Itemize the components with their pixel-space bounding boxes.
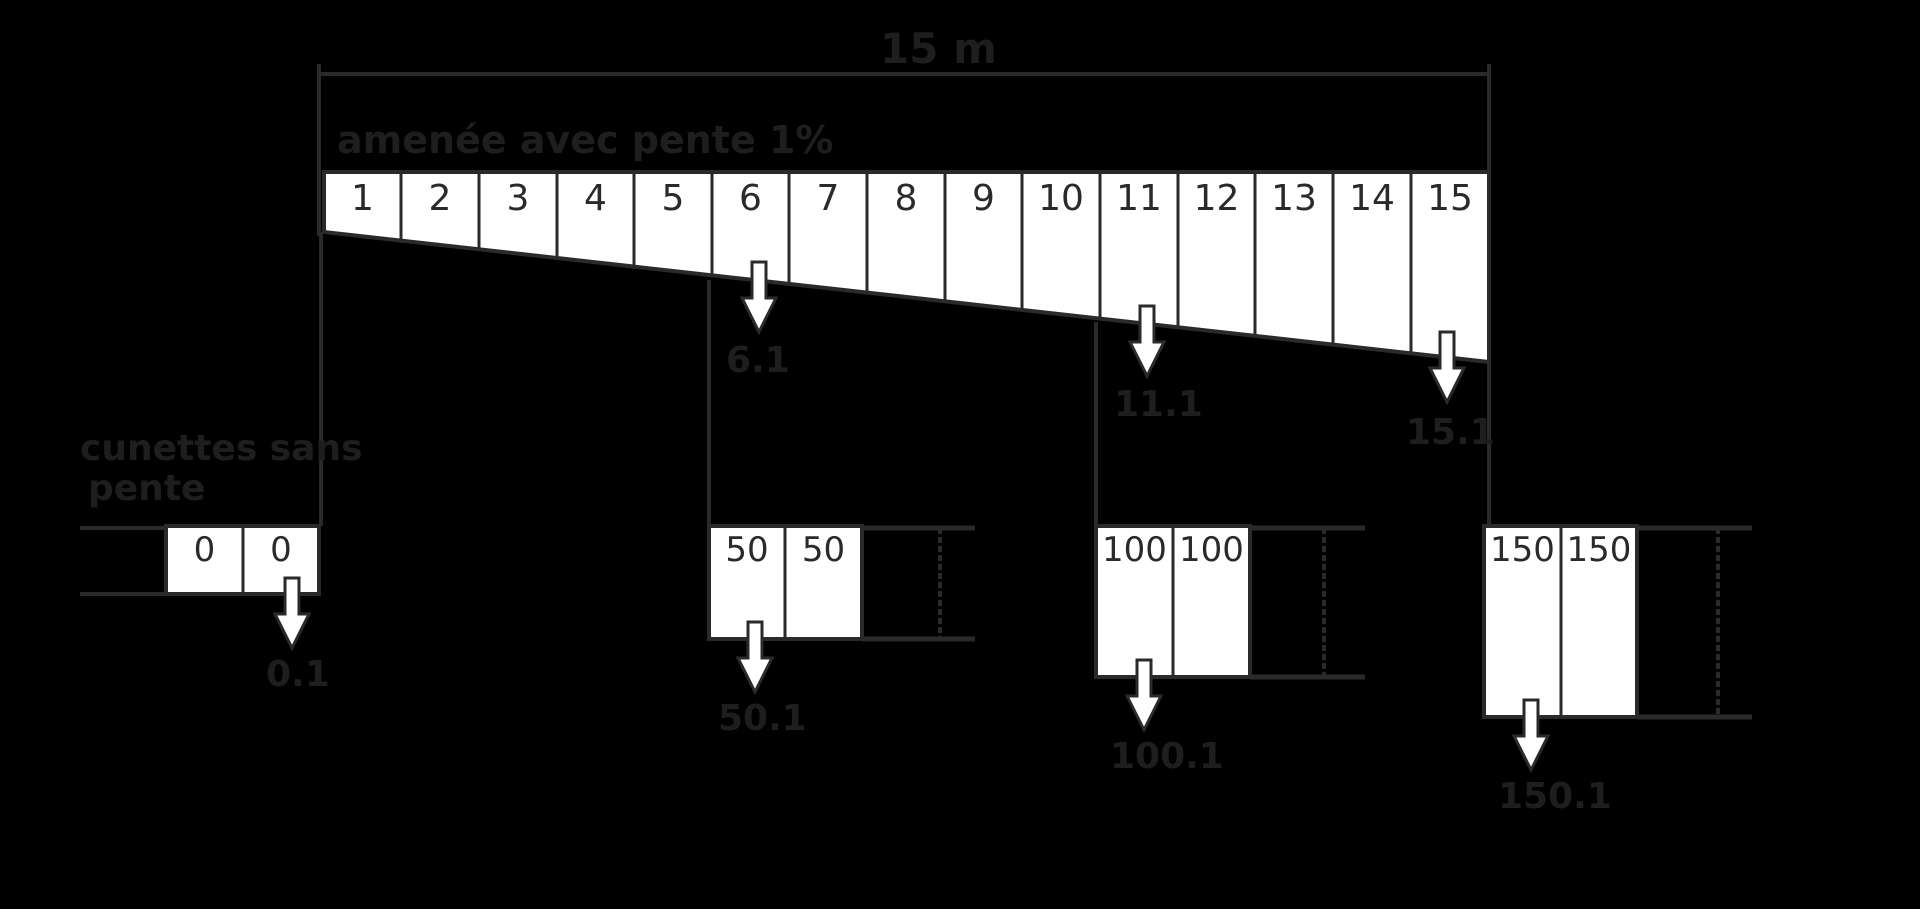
cell-number: 10 [1038,178,1084,219]
outlet-label: 15.1 [1406,412,1495,453]
strip-cell: 12 [1178,172,1255,232]
outlet-label: 100.1 [1110,736,1224,777]
strip-cell: 8 [867,172,945,232]
ground-lines [80,526,166,596]
outlet-label: 50.1 [718,698,807,739]
basin-150 [1482,524,1752,720]
basin-cell: 100 [1173,526,1250,586]
basin-value: 50 [801,530,846,570]
cell-number: 9 [972,178,995,219]
strip-cell: 5 [634,172,712,232]
strip-cell: 11 [1100,172,1178,232]
basin-value: 100 [1179,530,1244,570]
cell-number: 12 [1193,178,1240,219]
basin-cell: 100 [1096,526,1173,586]
basin-cell: 150 [1561,526,1637,586]
basin-cell: 150 [1484,526,1561,586]
basin-cell: 50 [785,526,862,586]
cell-number: 15 [1427,178,1473,219]
strip-cell: 4 [557,172,634,232]
strip-cell: 10 [1022,172,1100,232]
left-label-line1: cunettes sans [80,428,363,469]
basin-value: 0 [193,530,216,570]
left-label-line2: pente [88,468,206,509]
basin-value: 100 [1102,530,1167,570]
basin-value: 0 [270,530,292,570]
basin-100 [1094,524,1365,680]
strip-cell: 6 [712,172,789,232]
strip-cell: 2 [401,172,479,232]
basin-cell: 0 [243,526,319,586]
strip-cell: 3 [479,172,557,232]
cell-number: 8 [894,178,918,219]
cell-number: 5 [661,178,685,219]
cell-number: 4 [584,178,607,219]
cell-number: 11 [1116,178,1162,219]
strip-dividers [399,172,1413,354]
basin-cell: 50 [709,526,785,586]
strip-cell: 15 [1411,172,1489,232]
cell-number: 7 [816,178,840,219]
cell-number: 6 [739,178,762,219]
outlet-label: 11.1 [1114,384,1203,425]
cell-number: 13 [1271,178,1317,219]
strip-cell: 9 [945,172,1022,232]
strip-cell: 14 [1333,172,1411,232]
cell-number: 3 [506,178,530,219]
total-length-label: 15 m [880,24,997,73]
feed-lines [319,232,1491,526]
basin-cell: 0 [166,526,243,586]
outlet-label: 150.1 [1498,776,1612,817]
strip-cell: 13 [1255,172,1333,232]
outlet-label: 6.1 [726,340,790,381]
cell-number: 2 [428,178,452,219]
strip-cell: 7 [789,172,867,232]
dimension-line [317,64,1491,236]
strip-cell: 1 [324,172,401,232]
arrow-down-icon [272,260,1551,774]
channel-label: amenée avec pente 1% [337,118,834,162]
strip-numbers: 1 2 3 4 5 6 7 8 9 10 11 12 13 14 15 [324,172,1489,232]
basin-value: 150 [1566,530,1632,570]
basin-value: 150 [1490,530,1555,570]
basin-50 [707,524,975,642]
outlet-label: 0.1 [266,654,330,695]
cell-number: 1 [351,178,374,219]
cell-number: 14 [1349,178,1395,219]
basin-value: 50 [725,530,769,570]
